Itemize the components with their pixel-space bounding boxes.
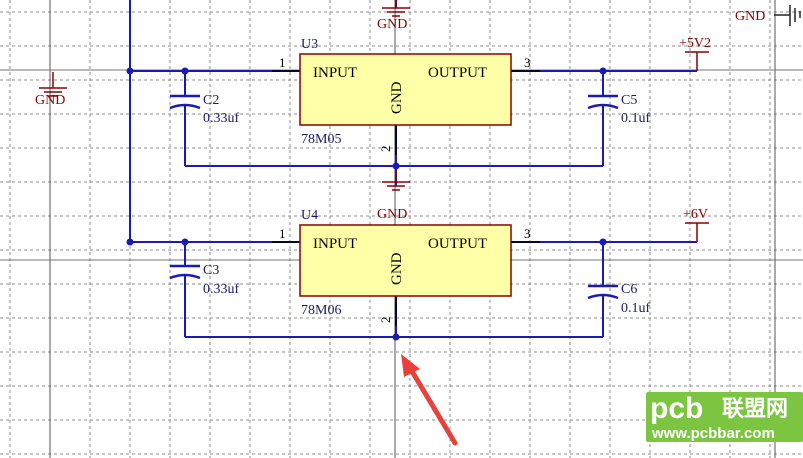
regulator-u4-output-label: OUTPUT	[428, 236, 487, 252]
capacitor-c3-value: 0.33uf	[203, 282, 240, 297]
ground-symbol-top[interactable]: GND	[377, 0, 410, 32]
ground-left-icon	[39, 72, 67, 97]
regulator-u4[interactable]: U4 78M06 INPUT OUTPUT GND 1 3 2	[279, 208, 531, 323]
regulator-u4-pin2: 2	[378, 317, 393, 324]
ground-middle-label: GND	[377, 207, 407, 222]
regulator-u4-pin3: 3	[524, 226, 531, 241]
capacitor-plate-curved	[587, 103, 619, 110]
capacitor-c6-value: 0.1uf	[621, 301, 651, 316]
annotation-arrow	[401, 354, 458, 446]
junction-dot	[181, 67, 189, 75]
watermark-url: www.pcbbar.com	[651, 425, 775, 442]
regulator-u3[interactable]: U3 78M05 INPUT OUTPUT GND 1 3 2	[279, 37, 531, 152]
capacitor-c3[interactable]: C3 0.33uf	[169, 263, 240, 297]
ground-top-right-icon	[789, 5, 801, 26]
capacitor-c2-symbol	[169, 94, 201, 110]
regulator-u4-input-label: INPUT	[313, 236, 357, 252]
regulator-u4-pin1: 1	[279, 226, 286, 241]
capacitor-c3-symbol	[169, 264, 201, 280]
regulator-u3-output-label: OUTPUT	[428, 65, 487, 81]
regulator-u4-gnd-label: GND	[389, 252, 405, 285]
capacitor-c2-value: 0.33uf	[203, 111, 240, 126]
regulator-u3-input-label: INPUT	[313, 65, 357, 81]
power-port-6v-label: +6V	[683, 207, 708, 222]
regulator-u4-designator: U4	[301, 208, 318, 223]
regulator-u3-pin3: 3	[524, 55, 531, 70]
capacitor-c6[interactable]: C6 0.1uf	[587, 282, 651, 316]
junction-dot	[181, 238, 189, 246]
annotation-arrow-head	[401, 354, 420, 377]
regulator-u4-body	[299, 224, 512, 297]
junction-dot	[599, 67, 607, 75]
capacitor-plate-curved	[587, 293, 619, 300]
ground-symbol-left[interactable]: GND	[35, 72, 67, 108]
ground-middle-icon	[382, 166, 410, 191]
capacitor-c5[interactable]: C5 0.1uf	[587, 93, 651, 126]
junction-dot	[599, 238, 607, 246]
capacitor-plate-curved	[169, 273, 201, 280]
ground-symbol-middle[interactable]: GND	[377, 166, 410, 222]
watermark-background	[646, 392, 803, 442]
capacitor-c5-symbol	[587, 94, 619, 110]
ground-top-right-label: GND	[735, 9, 765, 24]
capacitor-plate-curved	[169, 103, 201, 110]
regulator-u4-part: 78M06	[301, 303, 341, 318]
watermark-cn: 联盟网	[722, 397, 788, 422]
capacitor-c2[interactable]: C2 0.33uf	[169, 93, 240, 126]
ground-symbol-top-right[interactable]: GND	[735, 5, 801, 26]
ground-left-label: GND	[35, 93, 65, 108]
capacitor-c5-designator: C5	[621, 93, 637, 108]
watermark-brand: pcb	[650, 392, 703, 425]
regulator-u3-part: 78M05	[301, 132, 341, 147]
power-port-6v[interactable]: +6V	[683, 207, 709, 242]
capacitor-c6-symbol	[587, 284, 619, 300]
ground-top-label: GND	[377, 17, 407, 32]
capacitor-c3-designator: C3	[203, 263, 219, 278]
power-port-5v2-label: +5V2	[679, 36, 711, 51]
junction-dot	[392, 333, 400, 341]
capacitor-c6-designator: C6	[621, 282, 637, 297]
junction-dots	[126, 67, 607, 341]
junction-dot	[126, 238, 134, 246]
watermark: pcb 联盟网 www.pcbbar.com	[646, 392, 803, 442]
junction-dot	[392, 162, 400, 170]
regulator-u3-designator: U3	[301, 37, 318, 52]
regulator-u3-gnd-label: GND	[389, 81, 405, 114]
capacitor-c2-designator: C2	[203, 93, 219, 108]
regulator-u3-pin2: 2	[378, 146, 393, 153]
capacitor-c5-value: 0.1uf	[621, 111, 651, 126]
ground-top-icon	[382, 0, 410, 17]
power-port-5v2[interactable]: +5V2	[679, 36, 711, 71]
junction-dot	[126, 67, 134, 75]
regulator-u3-pin1: 1	[279, 55, 286, 70]
annotation-arrow-shaft	[407, 365, 458, 446]
regulator-u3-body	[299, 53, 512, 126]
